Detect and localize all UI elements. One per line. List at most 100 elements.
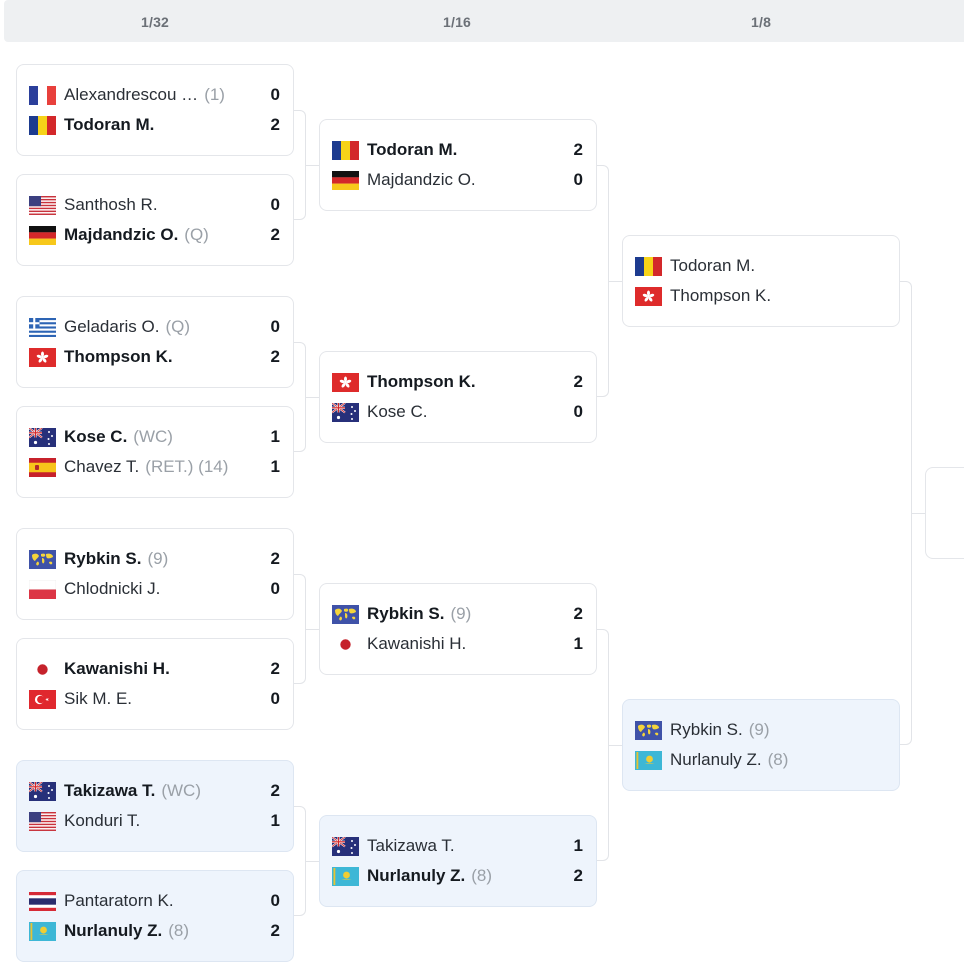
set-score: 1 — [573, 634, 583, 653]
player-name[interactable]: Nurlanuly Z. — [64, 921, 163, 940]
player-row[interactable]: Santhosh R.0 — [29, 193, 281, 217]
bracket-connector — [294, 574, 306, 684]
player-name[interactable]: Thompson K. — [64, 347, 173, 366]
player-row[interactable]: Chlodnicki J.0 — [29, 577, 281, 601]
player-name[interactable]: Todoran M. — [367, 140, 458, 159]
player-name[interactable]: Takizawa T. — [367, 836, 455, 855]
player-name[interactable]: Alexandrescou … — [64, 85, 199, 104]
player-row[interactable]: Todoran M. — [635, 254, 887, 278]
player-name[interactable]: Thompson K. — [367, 372, 476, 391]
player-name[interactable]: Kawanishi H. — [367, 634, 467, 653]
player-name[interactable]: Takizawa T. — [64, 781, 156, 800]
player-name[interactable]: Rybkin S. — [64, 549, 142, 568]
thailand-flag-icon — [29, 891, 56, 911]
player-row[interactable]: Kose C. (WC) 1 — [29, 425, 281, 449]
player-row[interactable]: Konduri T.1 — [29, 809, 281, 833]
romania-flag-icon — [635, 256, 662, 276]
player-name[interactable]: Thompson K. — [670, 286, 772, 305]
player-name[interactable]: Majdandzic O. — [367, 170, 476, 189]
set-score: 0 — [270, 317, 280, 336]
player-row[interactable]: Thompson K.2 — [332, 370, 584, 394]
player-row[interactable]: Majdandzic O.0 — [332, 168, 584, 192]
player-row[interactable]: Alexandrescou …(1)0 — [29, 83, 281, 107]
player-name[interactable]: Chavez T. — [64, 457, 140, 476]
usa-flag-icon — [29, 195, 56, 215]
player-row[interactable]: Nurlanuly Z.(8) — [635, 748, 887, 772]
player-name[interactable]: Rybkin S. — [367, 604, 445, 623]
player-row[interactable]: Todoran M. 2 — [332, 138, 584, 162]
set-score: 2 — [573, 140, 583, 159]
player-row[interactable]: Majdandzic O.(Q)2 — [29, 223, 281, 247]
player-name[interactable]: Kose C. — [64, 427, 128, 446]
seed-tag: (1) — [204, 85, 225, 104]
bracket-connector — [609, 281, 622, 282]
player-name[interactable]: Todoran M. — [670, 256, 756, 275]
round-header-bar: 1/32 1/16 1/8 — [4, 0, 964, 42]
set-score: 1 — [573, 836, 583, 855]
player-row[interactable]: Todoran M.2 — [29, 113, 281, 137]
romania-flag-icon — [29, 115, 56, 135]
player-name[interactable]: Rybkin S. — [670, 720, 743, 739]
set-score: 2 — [270, 781, 280, 800]
set-score: 2 — [270, 549, 280, 568]
player-row[interactable]: Sik M. E.0 — [29, 687, 281, 711]
player-name[interactable]: Kose C. — [367, 402, 428, 421]
player-row[interactable]: Kawanishi H. 1 — [332, 632, 584, 656]
seed-tag: (WC) — [133, 427, 173, 446]
player-row[interactable]: Takizawa T. 1 — [332, 834, 584, 858]
player-row[interactable]: Chavez T.(RET.) (14)1 — [29, 455, 281, 479]
player-name[interactable]: Todoran M. — [64, 115, 155, 134]
player-row[interactable]: Geladaris O.(Q)0 — [29, 315, 281, 339]
player-row[interactable]: Takizawa T.(WC)2 — [29, 779, 281, 803]
set-score: 0 — [270, 891, 280, 910]
player-name[interactable]: Majdandzic O. — [64, 225, 179, 244]
set-score: 1 — [270, 427, 280, 446]
player-row[interactable]: Kose C.0 — [332, 400, 584, 424]
bracket-connector — [609, 745, 622, 746]
match-card[interactable]: Todoran M. Thompson K. — [622, 235, 900, 327]
player-name[interactable]: Chlodnicki J. — [64, 579, 161, 598]
match-card[interactable]: Kose C. (WC) 1 Chavez T. (RET.) (14) 1 — [16, 406, 294, 498]
player-row[interactable]: Thompson K. — [635, 284, 887, 308]
player-row[interactable]: Rybkin S.(9)2 — [29, 547, 281, 571]
set-score: 2 — [573, 866, 583, 885]
player-name[interactable]: Konduri T. — [64, 811, 141, 830]
player-name[interactable]: Santhosh R. — [64, 195, 158, 214]
match-card[interactable] — [925, 467, 964, 559]
match-card[interactable]: Rybkin S.(9) Nurlanuly Z.(8) — [622, 699, 900, 791]
round-label-1-32[interactable]: 1/32 — [141, 14, 170, 30]
seed-tag: (RET.) (14) — [145, 457, 229, 476]
player-name[interactable]: Nurlanuly Z. — [367, 866, 466, 885]
bracket-connector — [306, 861, 319, 862]
round-label-1-8[interactable]: 1/8 — [751, 14, 772, 30]
player-row[interactable]: Pantaratorn K. 0 — [29, 889, 281, 913]
player-row[interactable]: Nurlanuly Z.(8)2 — [29, 919, 281, 943]
player-name[interactable]: Geladaris O. — [64, 317, 160, 336]
player-row[interactable]: Nurlanuly Z.(8)2 — [332, 864, 584, 888]
greece-flag-icon — [29, 317, 56, 337]
player-name[interactable]: Pantaratorn K. — [64, 891, 174, 910]
player-row[interactable]: Thompson K.2 — [29, 345, 281, 369]
player-name[interactable]: Sik M. E. — [64, 689, 133, 708]
japan-flag-icon — [332, 634, 359, 654]
bracket-connector — [597, 165, 609, 397]
player-row[interactable]: Kawanishi H.2 — [29, 657, 281, 681]
player-row[interactable]: Rybkin S.(9) — [635, 718, 887, 742]
kazakhstan-flag-icon — [635, 750, 662, 770]
player-name[interactable]: Nurlanuly Z. — [670, 750, 762, 769]
australia-flag-icon — [29, 427, 56, 447]
round-label-1-16[interactable]: 1/16 — [443, 14, 472, 30]
player-row[interactable]: Rybkin S.(9)2 — [332, 602, 584, 626]
player-name[interactable]: Kawanishi H. — [64, 659, 170, 678]
